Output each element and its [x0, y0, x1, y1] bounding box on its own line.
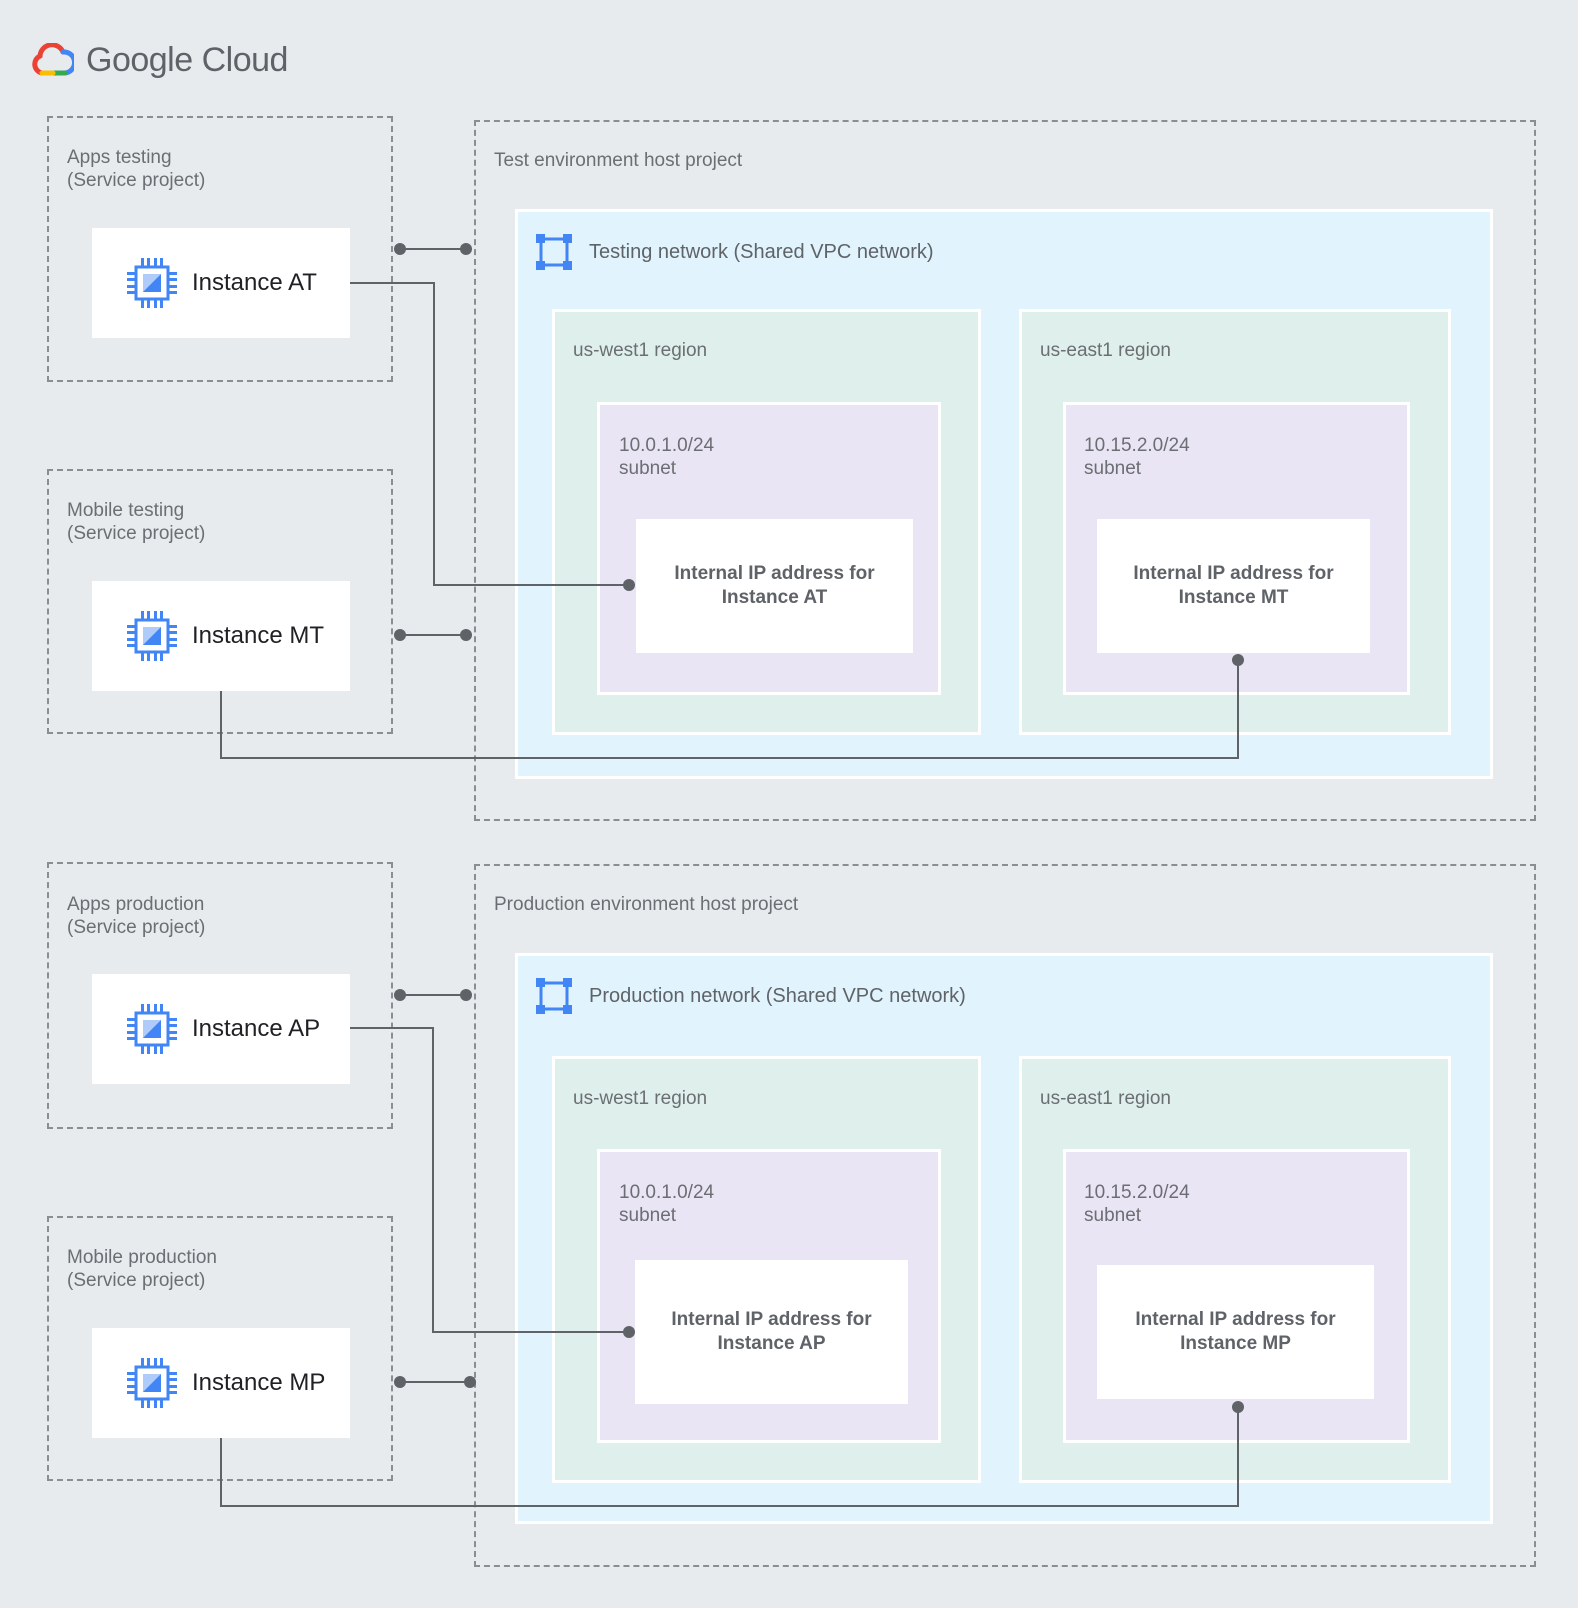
test-host-project	[474, 120, 1536, 821]
project-type: (Service project)	[67, 523, 206, 544]
service-project-mobile-production-label: Mobile production (Service project)	[67, 1246, 217, 1292]
test-subnet-west-label: 10.0.1.0/24 subnet	[619, 434, 714, 480]
wire-instance-mt	[220, 660, 1239, 759]
subnet-cidr: 10.0.1.0/24	[619, 1182, 715, 1203]
connector-dot	[623, 1326, 635, 1338]
ip-address-box-mp: Internal IP address for Instance MP	[1097, 1265, 1374, 1399]
ip-address-box-ap: Internal IP address for Instance AP	[635, 1260, 908, 1404]
prod-subnet-east-label: 10.15.2.0/24 subnet	[1084, 1181, 1190, 1227]
instance-name: Instance AT	[192, 269, 317, 296]
service-project-apps-production	[47, 862, 393, 1129]
instance-name: Instance MP	[192, 1369, 326, 1396]
google-cloud-logo: Google Cloud	[32, 38, 288, 82]
connector-dot	[1232, 1401, 1244, 1413]
testing-network-title: Testing network (Shared VPC network)	[535, 232, 934, 272]
testing-network-label: Testing network (Shared VPC network)	[589, 240, 934, 263]
connector-dot	[460, 989, 472, 1001]
google-cloud-logo-icon	[32, 43, 74, 76]
project-type: (Service project)	[67, 917, 206, 938]
project-type: (Service project)	[67, 1270, 206, 1291]
instance-mp-card[interactable]: Instance MP	[92, 1328, 350, 1438]
connector-dot	[1232, 654, 1244, 666]
ip-address-box-mt: Internal IP address for Instance MT	[1097, 519, 1370, 653]
connector-dot	[394, 243, 406, 255]
subnet-cidr: 10.15.2.0/24	[1084, 435, 1190, 456]
ip-address-text: Internal IP address for Instance MT	[1133, 562, 1333, 610]
ip-line-2: Instance AP	[717, 1333, 826, 1354]
vpc-network-icon	[536, 978, 572, 1014]
compute-chip-icon	[127, 1358, 177, 1408]
production-network-title: Production network (Shared VPC network)	[535, 976, 966, 1016]
ip-address-text: Internal IP address for Instance AP	[671, 1308, 871, 1356]
instance-mt-card[interactable]: Instance MT	[92, 581, 350, 691]
wire-instance-at	[350, 282, 629, 586]
logo-text: Google Cloud	[86, 40, 288, 79]
service-project-mobile-testing-label: Mobile testing (Service project)	[67, 499, 205, 545]
project-name: Mobile production	[67, 1247, 217, 1268]
prod-subnet-west-label: 10.0.1.0/24 subnet	[619, 1181, 714, 1227]
subnet-label: subnet	[1084, 458, 1142, 479]
service-project-apps-testing	[47, 116, 393, 382]
ip-line-1: Internal IP address for	[1135, 1309, 1336, 1330]
compute-chip-icon	[127, 611, 177, 661]
subnet-label: subnet	[619, 1205, 677, 1226]
prod-region-us-west1-label: us-west1 region	[573, 1088, 708, 1109]
ip-address-text: Internal IP address for Instance MP	[1135, 1308, 1335, 1356]
ip-line-1: Internal IP address for	[671, 1309, 872, 1330]
service-project-apps-production-label: Apps production (Service project)	[67, 893, 205, 939]
subnet-cidr: 10.15.2.0/24	[1084, 1182, 1190, 1203]
connector-dot	[464, 1376, 476, 1388]
prod-region-us-east1-label: us-east1 region	[1040, 1088, 1171, 1109]
prod-host-project	[474, 864, 1536, 1567]
test-region-us-west1-label: us-west1 region	[573, 340, 708, 361]
ip-address-text: Internal IP address for Instance AT	[674, 562, 874, 610]
ip-line-1: Internal IP address for	[674, 563, 875, 584]
connector-dot	[394, 1376, 406, 1388]
project-name: Mobile testing	[67, 500, 185, 521]
ip-line-1: Internal IP address for	[1133, 563, 1334, 584]
connector-dot	[394, 629, 406, 641]
project-type: (Service project)	[67, 170, 206, 191]
test-subnet-east-label: 10.15.2.0/24 subnet	[1084, 434, 1190, 480]
instance-ap-card[interactable]: Instance AP	[92, 974, 350, 1084]
service-project-apps-testing-label: Apps testing (Service project)	[67, 146, 205, 192]
wire-instance-mp	[220, 1407, 1239, 1507]
instance-name: Instance MT	[192, 622, 325, 649]
production-network-label: Production network (Shared VPC network)	[589, 984, 966, 1007]
project-name: Apps testing	[67, 147, 172, 168]
compute-chip-icon	[127, 258, 177, 308]
connector-dot	[460, 243, 472, 255]
project-name: Apps production	[67, 894, 205, 915]
vpc-network-icon	[536, 234, 572, 270]
instance-at-card[interactable]: Instance AT	[92, 228, 350, 338]
ip-line-2: Instance MP	[1180, 1333, 1291, 1354]
instance-name: Instance AP	[192, 1015, 321, 1042]
subnet-cidr: 10.0.1.0/24	[619, 435, 715, 456]
subnet-label: subnet	[619, 458, 677, 479]
test-host-project-label: Test environment host project	[494, 150, 743, 171]
wire-instance-ap	[350, 1027, 629, 1333]
compute-chip-icon	[127, 1004, 177, 1054]
connector-dot	[623, 579, 635, 591]
test-region-us-east1-label: us-east1 region	[1040, 340, 1171, 361]
connector-dot	[394, 989, 406, 1001]
subnet-label: subnet	[1084, 1205, 1142, 1226]
connector-dot	[460, 629, 472, 641]
ip-line-2: Instance AT	[721, 587, 828, 608]
ip-line-2: Instance MT	[1178, 587, 1289, 608]
prod-host-project-label: Production environment host project	[494, 894, 799, 915]
ip-address-box-at: Internal IP address for Instance AT	[636, 519, 913, 653]
